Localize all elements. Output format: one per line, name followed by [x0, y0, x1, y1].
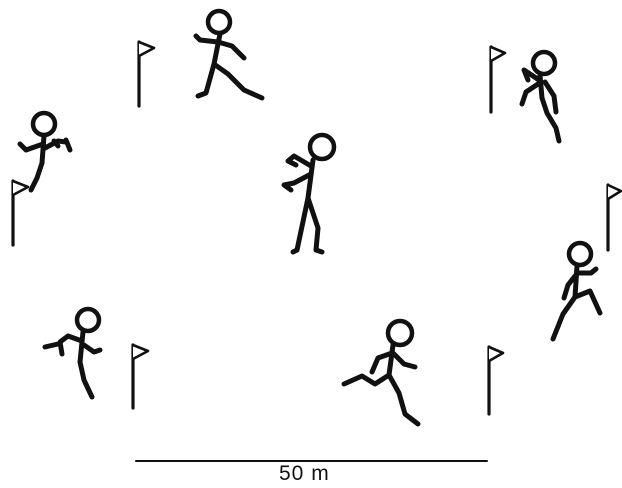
- flag-bottom-right: [489, 347, 503, 414]
- runner-top-right: [522, 52, 559, 141]
- flag-top-right: [491, 47, 505, 112]
- runner-right: [553, 243, 600, 339]
- coach-figure: [284, 135, 334, 252]
- scale-label: 50 m: [279, 462, 330, 486]
- runner-left: [20, 113, 70, 190]
- flag-left: [13, 181, 28, 245]
- runner-bottom-center: [344, 321, 418, 424]
- flag-bottom-left: [133, 345, 148, 408]
- runner-bottom-left: [45, 309, 100, 397]
- flag-right: [608, 185, 621, 250]
- runner-top: [196, 11, 262, 98]
- flag-top-left: [139, 42, 154, 106]
